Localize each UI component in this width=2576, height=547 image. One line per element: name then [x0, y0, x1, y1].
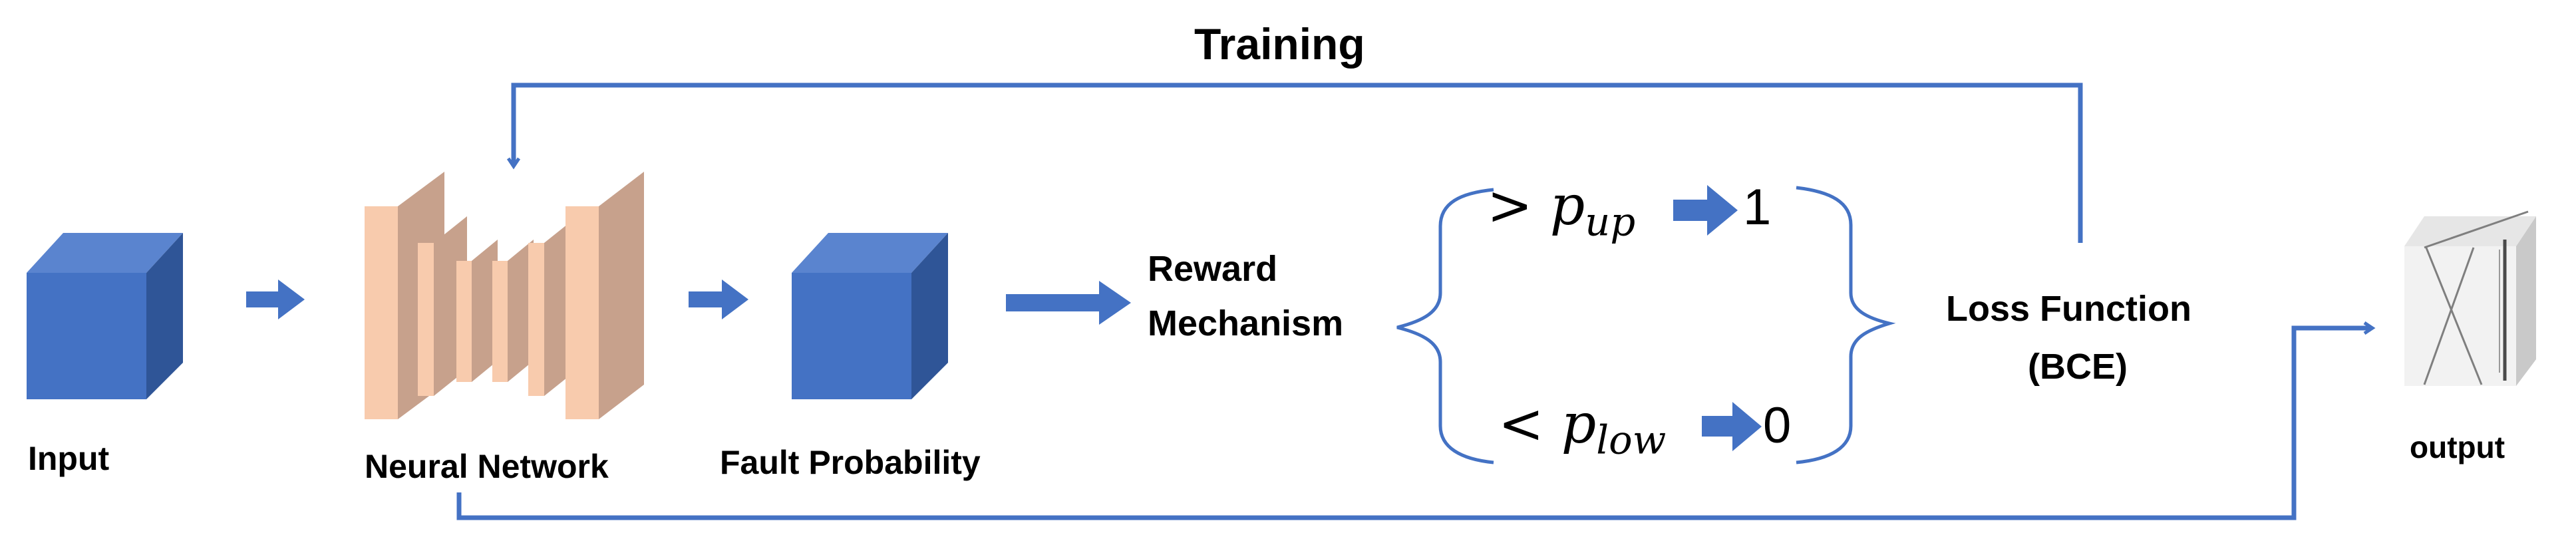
- fault-cube-front: [792, 273, 911, 399]
- arrow-upper-rule: [1673, 185, 1738, 236]
- input-cube: [27, 233, 183, 399]
- output-label: output: [2410, 430, 2505, 464]
- arrow-input-to-network: [246, 279, 305, 319]
- fault-cube-side: [911, 233, 948, 399]
- neural-network-label: Neural Network: [365, 448, 609, 485]
- input-cube-front: [27, 273, 146, 399]
- lower-rule-symbol: p: [1561, 393, 1597, 456]
- fault-probability-cube: [792, 233, 948, 399]
- output-block-front: [2404, 246, 2516, 386]
- reward-mechanism-label-line2: Mechanism: [1148, 303, 1344, 343]
- loss-function-label-line2: (BCE): [2028, 347, 2128, 387]
- right-curly-brace: [1796, 186, 1896, 464]
- training-feedback-line: [514, 83, 2083, 243]
- nn-layer-2-front: [418, 243, 434, 396]
- arrow-lower-rule: [1702, 402, 1762, 451]
- loss-function-label-line1: Loss Function: [1946, 289, 2191, 329]
- input-cube-top: [27, 233, 183, 273]
- diagram-title: Training: [1194, 19, 1365, 69]
- arrow-fault-to-reward: [1006, 281, 1131, 325]
- output-block: [2404, 210, 2536, 386]
- left-curly-brace: [1396, 188, 1494, 464]
- nn-layer-3-front: [456, 261, 472, 382]
- upper-rule-operator: >: [1487, 174, 1533, 238]
- upper-rule-condition: > pup: [1487, 174, 1635, 245]
- output-fault-line-1: [2424, 246, 2483, 385]
- network-to-output-line: [456, 328, 2371, 520]
- output-fault-line-2: [2423, 247, 2475, 385]
- upper-rule-subscript: up: [1585, 198, 1636, 245]
- fault-cube-top: [792, 233, 948, 273]
- nn-layer-6-front: [565, 206, 599, 419]
- output-block-side: [2516, 216, 2536, 386]
- fault-probability-label: Fault Probability: [720, 444, 981, 481]
- lower-rule-operator: <: [1498, 393, 1544, 456]
- lower-rule-subscript: low: [1596, 417, 1667, 463]
- upper-rule-symbol: p: [1549, 174, 1585, 238]
- nn-layer-5-front: [528, 243, 544, 396]
- nn-layer-4-front: [492, 261, 508, 382]
- lower-rule-result: 0: [1763, 397, 1792, 454]
- input-label: Input: [28, 440, 110, 477]
- neural-network-stack: [365, 172, 644, 419]
- nn-layer-1-front: [365, 206, 398, 419]
- nn-layer-3-side: [472, 240, 498, 382]
- reward-mechanism-label-line1: Reward: [1148, 249, 1278, 289]
- input-cube-side: [146, 233, 183, 399]
- upper-rule-result: 1: [1743, 179, 1772, 236]
- arrow-network-to-fault: [689, 279, 748, 319]
- nn-layer-6-side: [599, 172, 644, 419]
- lower-rule-condition: < plow: [1498, 393, 1666, 463]
- output-fault-line-3: [2424, 210, 2529, 249]
- nn-layer-4-side: [508, 240, 534, 382]
